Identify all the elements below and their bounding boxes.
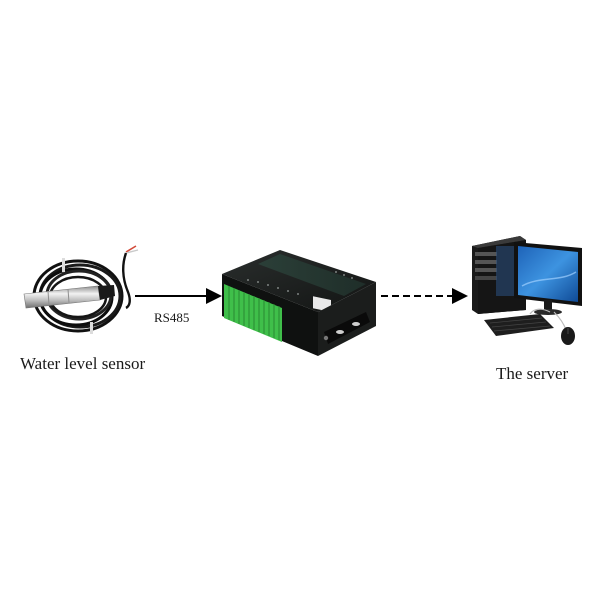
dashed-arrow-icon [381,288,468,304]
water-level-sensor-icon [23,245,139,334]
water-level-sensor [18,244,148,340]
rs485-label: RS485 [154,310,190,325]
network-arrow [380,287,470,305]
desktop-computer-icon [472,236,582,345]
sensor-label: Water level sensor [20,354,146,373]
server-computer [470,232,585,350]
rs485-arrow [134,287,224,305]
gateway-device [218,246,380,364]
io-gateway-icon [222,250,376,356]
solid-arrow-icon [135,288,222,304]
server-label: The server [496,364,569,383]
